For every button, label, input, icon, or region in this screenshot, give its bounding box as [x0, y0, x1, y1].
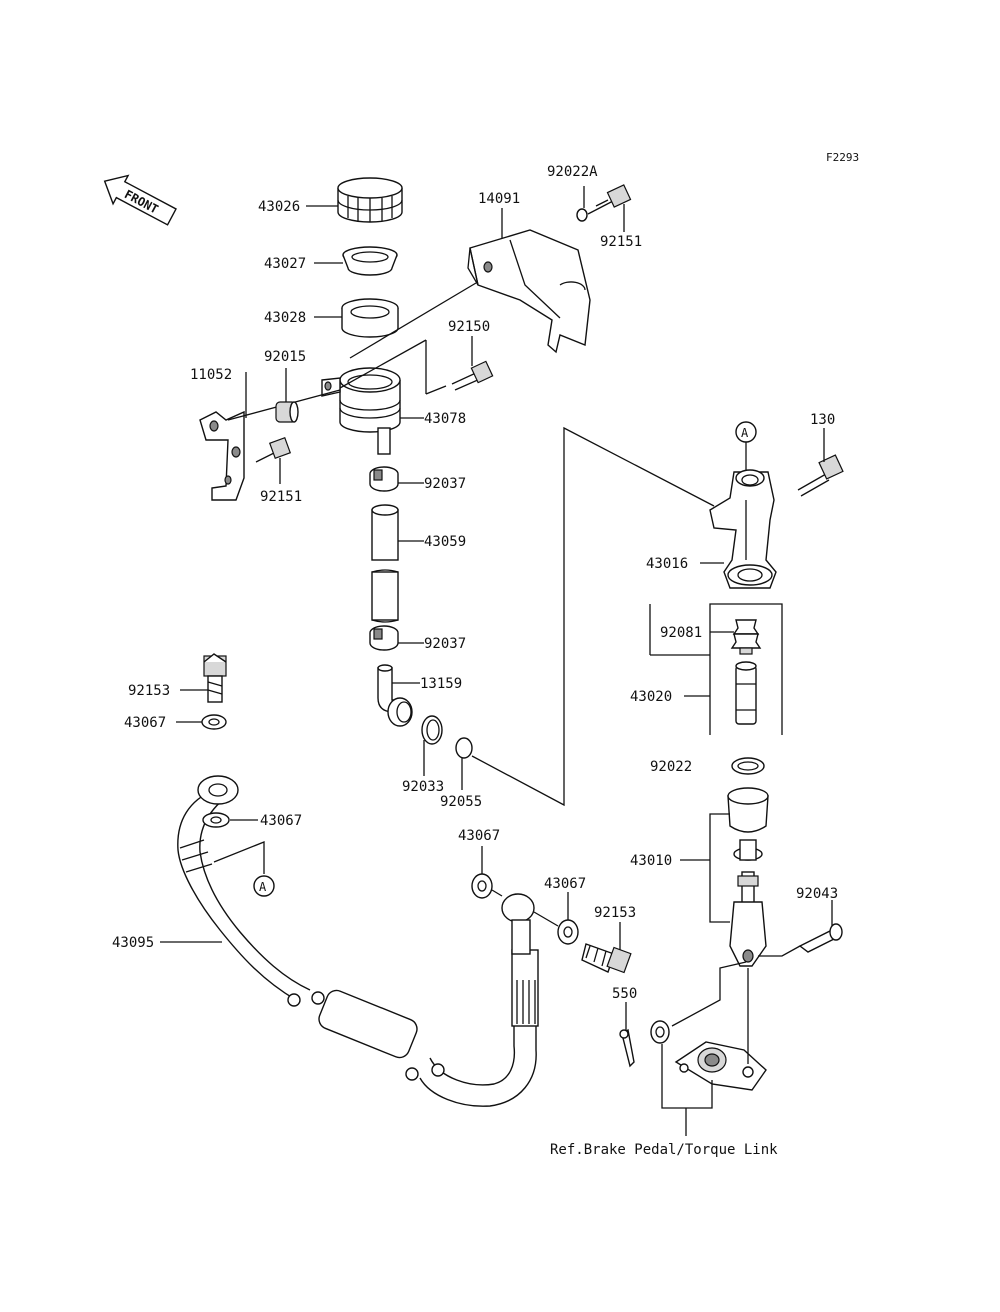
reservoir-bolt	[451, 360, 494, 391]
o-ring	[455, 737, 473, 759]
ref-bracket	[661, 1044, 713, 1109]
label-43067-a: 43067	[124, 715, 166, 731]
label-92055: 92055	[440, 794, 482, 810]
label-43067-c: 43067	[458, 828, 500, 844]
brake-pedal-link	[674, 1041, 767, 1091]
callout-a-hose-text: A	[259, 880, 267, 894]
banjo-axis-a	[491, 889, 503, 897]
label-92015: 92015	[264, 349, 306, 365]
label-43067-b: 43067	[260, 813, 302, 829]
callout-a-cylinder-text: A	[741, 426, 749, 440]
cylinder-bolt	[797, 454, 844, 497]
diaphragm-plate	[342, 246, 398, 276]
push-rod-assembly	[727, 787, 769, 967]
label-550: 550	[612, 986, 637, 1002]
pin-axis	[758, 945, 801, 957]
label-43028: 43028	[264, 310, 306, 326]
piston-assembly	[735, 661, 757, 725]
label-130: 130	[810, 412, 835, 428]
label-92151-bracket: 92151	[260, 489, 302, 505]
diaphragm	[341, 298, 399, 338]
gasket-c	[471, 873, 493, 899]
label-92081: 92081	[660, 625, 702, 641]
gasket-b	[202, 812, 230, 828]
label-92153-left: 92153	[128, 683, 170, 699]
label-43027: 43027	[264, 256, 306, 272]
cotter-pin	[619, 1028, 635, 1068]
reservoir-cover	[467, 229, 591, 354]
clevis-pin	[798, 923, 843, 953]
bracket-bolt	[255, 436, 292, 463]
label-43059: 43059	[424, 534, 466, 550]
gasket-d	[557, 919, 579, 945]
label-92150: 92150	[448, 319, 490, 335]
reservoir-cap	[337, 177, 403, 223]
label-43010: 43010	[630, 853, 672, 869]
banjo-axis-b	[533, 911, 559, 927]
kit-bracket-43010	[709, 813, 730, 923]
label-92033: 92033	[402, 779, 444, 795]
cover-bolt	[587, 184, 632, 215]
hose-to-cylinder-line	[471, 426, 715, 807]
label-92022: 92022	[650, 759, 692, 775]
label-43020: 43020	[630, 689, 672, 705]
label-43067-d: 43067	[544, 876, 586, 892]
front-direction-arrow: FRONT	[103, 174, 177, 226]
banjo-bolt-right	[581, 943, 632, 974]
label-92151-cover: 92151	[600, 234, 642, 250]
label-43016: 43016	[646, 556, 688, 572]
brake-hose	[177, 775, 539, 1107]
hose-fitting	[377, 664, 413, 727]
label-13159: 13159	[420, 676, 462, 692]
label-14091: 14091	[478, 191, 520, 207]
kit-bracket-43020	[709, 603, 783, 735]
pedal-washer	[650, 1020, 670, 1044]
label-43026: 43026	[258, 199, 300, 215]
label-92043: 92043	[796, 886, 838, 902]
cover-axis-line	[349, 282, 477, 359]
callout-a-hose-leader	[213, 841, 265, 874]
reservoir-body	[321, 367, 401, 455]
label-92022A: 92022A	[547, 164, 598, 180]
callout-a-hose	[253, 875, 275, 897]
label-92153-right: 92153	[594, 905, 636, 921]
figure-code: F2293	[826, 151, 859, 164]
label-43095: 43095	[112, 935, 154, 951]
hose-clamp-upper	[369, 466, 399, 492]
label-43078: 43078	[424, 411, 466, 427]
circlip-92022	[731, 757, 765, 775]
banjo-bolt-left	[203, 653, 227, 703]
reservoir-hose	[371, 504, 399, 623]
spring-92081	[730, 619, 762, 655]
label-92037-upper: 92037	[424, 476, 466, 492]
washer-92022A	[576, 208, 588, 222]
label-92037-lower: 92037	[424, 636, 466, 652]
gasket-a	[201, 714, 227, 730]
label-11052: 11052	[190, 367, 232, 383]
bolt-axis-3	[339, 339, 427, 389]
hose-clamp-lower	[369, 625, 399, 651]
bolt-axis-2	[425, 385, 447, 395]
washer-axis	[671, 961, 747, 1027]
master-cylinder	[709, 469, 777, 589]
mounting-bracket	[199, 410, 245, 501]
collar	[275, 401, 299, 423]
ref-note: Ref.Brake Pedal/Torque Link	[550, 1142, 778, 1158]
